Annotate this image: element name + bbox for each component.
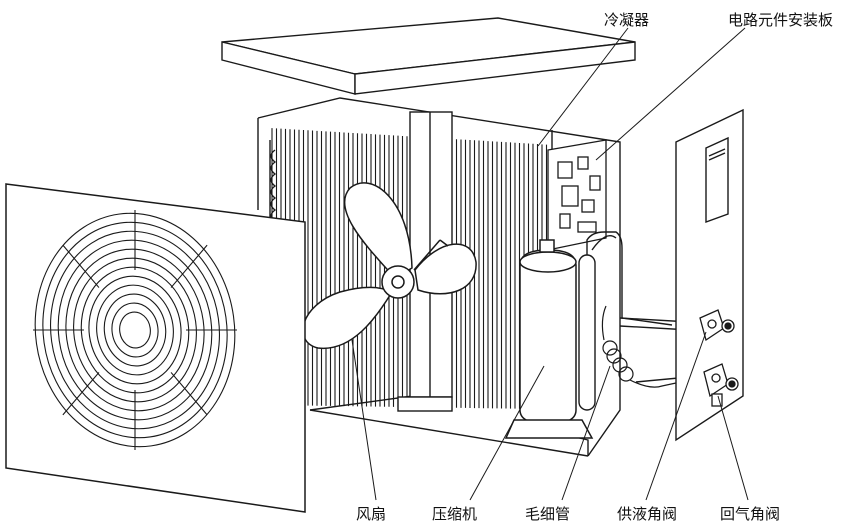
capillary-tube — [601, 305, 677, 388]
compressor — [504, 239, 594, 439]
grille-ring — [57, 239, 213, 421]
leader-lines — [351, 27, 749, 501]
leader-condenser — [537, 27, 629, 147]
label-capillary-tube: 毛细管 — [525, 505, 571, 523]
grille-ring — [42, 221, 228, 439]
side-panel — [675, 108, 744, 442]
leader-return-valve — [717, 395, 749, 501]
return-angle-valve — [703, 363, 739, 407]
label-compressor: 压缩机 — [432, 505, 478, 523]
label-circuit-board: 电路元件安装板 — [728, 11, 834, 29]
grille-spoke — [62, 372, 100, 416]
label-supply-valve: 供液角阀 — [617, 505, 678, 523]
grille-ring — [96, 284, 174, 376]
grille-spoke — [170, 372, 208, 416]
grille-ring — [119, 311, 151, 349]
grille-ring — [111, 302, 159, 358]
accumulator — [578, 231, 673, 411]
grille-spoke — [62, 244, 100, 288]
grille-ring — [73, 257, 197, 403]
grille-ring — [34, 212, 236, 448]
fan — [302, 182, 477, 349]
circuit-board — [547, 139, 607, 251]
leader-supply-valve — [645, 331, 707, 501]
front-grille-panel — [5, 183, 306, 513]
top-cover — [221, 17, 636, 95]
fan-blade — [414, 243, 477, 295]
grille-ring — [88, 275, 182, 385]
label-condenser: 冷凝器 — [604, 11, 650, 29]
label-fan: 风扇 — [356, 505, 387, 523]
leader-fan — [351, 339, 377, 501]
fan-blade — [343, 182, 413, 279]
grille-ring — [80, 266, 190, 394]
leader-compressor — [469, 365, 545, 501]
label-return-valve: 回气角阀 — [720, 505, 781, 523]
fan-blade — [302, 286, 394, 349]
grille-ring — [65, 248, 205, 412]
leader-circuit-board — [595, 27, 746, 161]
grille-spoke — [170, 244, 208, 288]
grille-ring — [103, 293, 167, 367]
leader-capillary — [561, 365, 611, 501]
grille-ring — [49, 230, 221, 430]
